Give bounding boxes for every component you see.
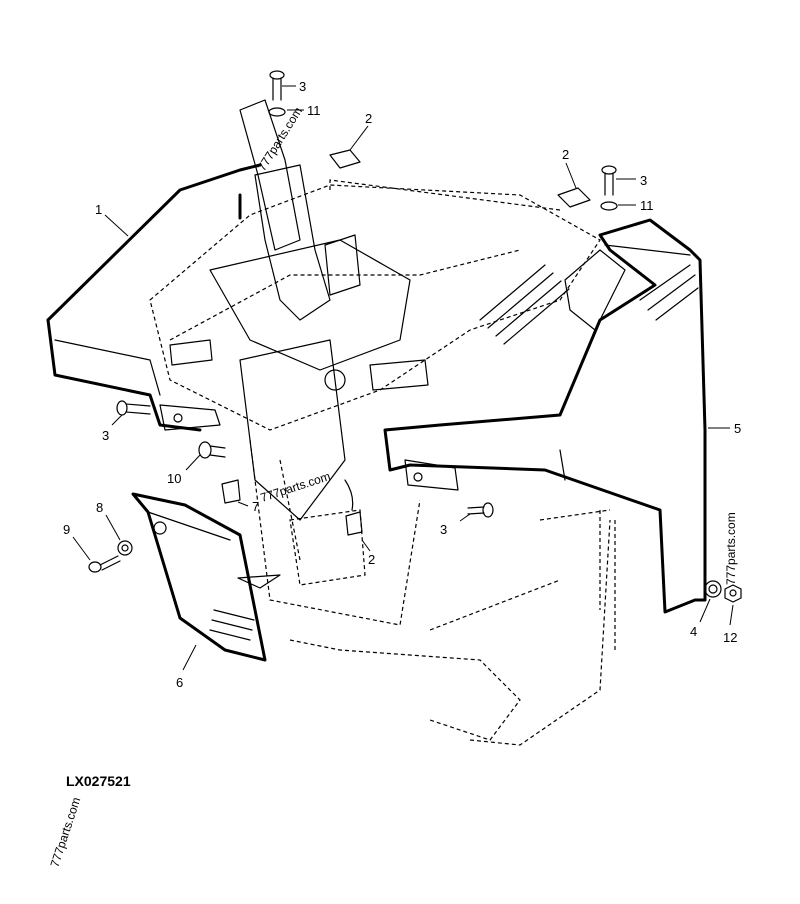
callout-8: 8 bbox=[96, 500, 103, 515]
part-1-left-cover bbox=[46, 163, 262, 432]
callout-3-lower: 3 bbox=[440, 522, 447, 537]
callout-3-top: 3 bbox=[299, 79, 306, 94]
console-housing bbox=[149, 179, 626, 746]
callout-10: 10 bbox=[167, 471, 181, 486]
callout-labels: 3 11 2 2 3 11 1 3 10 7 2 3 5 8 9 6 4 12 bbox=[63, 79, 741, 690]
hardware bbox=[88, 70, 742, 603]
watermark-top: 777parts.com bbox=[255, 105, 305, 174]
watermark-middle: 777parts.com bbox=[259, 469, 332, 505]
leader-lines bbox=[72, 85, 734, 671]
watermark-bottom-left: 777parts.com bbox=[48, 795, 84, 868]
diagram-code: LX027521 bbox=[66, 773, 131, 789]
watermark-right: 777parts.com bbox=[724, 512, 738, 585]
callout-3-right: 3 bbox=[640, 173, 647, 188]
callout-7: 7 bbox=[252, 499, 259, 514]
callout-5: 5 bbox=[734, 421, 741, 436]
part-6-lower-panel bbox=[131, 492, 281, 662]
callout-1: 1 bbox=[95, 202, 102, 217]
part-5-right-cover bbox=[383, 218, 707, 614]
callout-12: 12 bbox=[723, 630, 737, 645]
callout-11-top: 11 bbox=[307, 103, 321, 118]
callout-2-right: 2 bbox=[562, 147, 569, 162]
callout-9: 9 bbox=[63, 522, 70, 537]
callout-2-lower: 2 bbox=[368, 552, 375, 567]
callout-3-left: 3 bbox=[102, 428, 109, 443]
callout-11-right: 11 bbox=[640, 198, 654, 213]
callout-6: 6 bbox=[176, 675, 183, 690]
callout-2-top: 2 bbox=[365, 111, 372, 126]
callout-4: 4 bbox=[690, 624, 697, 639]
steering-column bbox=[209, 99, 411, 521]
